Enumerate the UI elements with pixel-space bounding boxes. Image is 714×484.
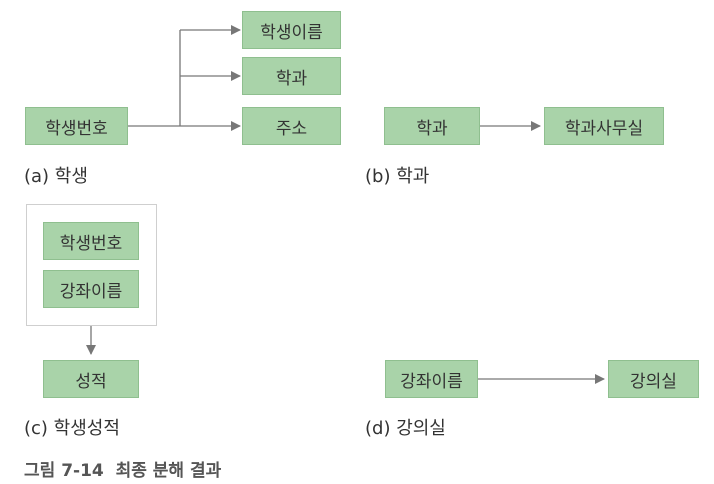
c-caption: (c) 학생성적 [24,418,120,439]
d-source-box: 강좌이름 [385,360,478,398]
d-target-box: 강의실 [608,360,699,398]
b-caption: (b) 학과 [365,166,430,187]
a-target-box-1: 학생이름 [242,11,341,49]
c-target-box: 성적 [43,360,139,398]
d-caption: (d) 강의실 [365,418,446,439]
a-target-box-2: 학과 [242,57,341,95]
b-target-box: 학과사무실 [544,107,664,145]
a-source-box: 학생번호 [25,107,128,145]
b-source-box: 학과 [384,107,480,145]
figure-title: 그림 7-14 최종 분해 결과 [24,461,222,481]
c-group-box-1: 학생번호 [43,222,139,260]
c-group-box-2: 강좌이름 [43,270,139,308]
a-target-box-3: 주소 [242,107,341,145]
a-caption: (a) 학생 [24,166,88,187]
